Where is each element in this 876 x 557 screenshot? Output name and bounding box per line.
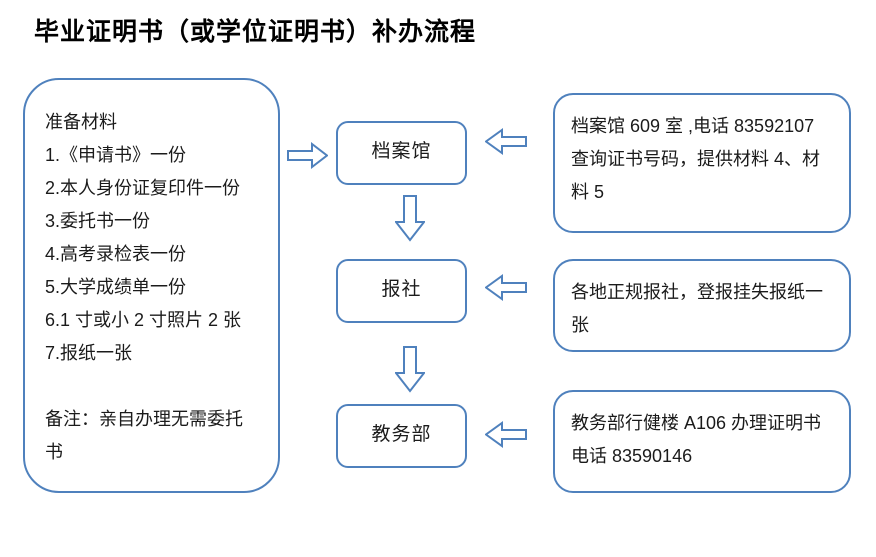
detail-line: 档案馆 609 室 ,电话 83592107 — [571, 116, 815, 136]
node-academic-affairs: 教务部 — [336, 404, 467, 468]
arrow-down-icon — [395, 195, 425, 242]
node-newspaper-label: 报社 — [381, 279, 422, 300]
prep-line: 2.本人身份证复印件一份 — [45, 178, 241, 198]
node-archives-label: 档案馆 — [371, 141, 432, 162]
detail-line: 电话 83590146 — [571, 446, 693, 466]
node-archives: 档案馆 — [336, 121, 467, 185]
prep-line: 7.报纸一张 — [45, 343, 133, 363]
arrow-right-icon — [287, 142, 328, 169]
arrow-left-icon — [485, 128, 527, 155]
page-title: 毕业证明书（或学位证明书）补办流程 — [34, 18, 477, 46]
node-academic-affairs-label: 教务部 — [371, 424, 432, 445]
detail-archives-box: 档案馆 609 室 ,电话 83592107 查询证书号码，提供材料 4、材 料… — [553, 93, 851, 233]
node-newspaper: 报社 — [336, 259, 467, 323]
prep-line: 3.委托书一份 — [45, 211, 151, 231]
prep-line-note: 备注：亲自办理无需委托 — [45, 409, 243, 429]
detail-newspaper-box: 各地正规报社，登报挂失报纸一 张 — [553, 259, 851, 352]
detail-line: 各地正规报社，登报挂失报纸一 — [571, 282, 823, 302]
prep-line: 准备材料 — [45, 112, 117, 132]
arrow-left-icon — [485, 421, 527, 448]
arrow-down-icon — [395, 346, 425, 393]
prep-line: 4.高考录检表一份 — [45, 244, 187, 264]
prep-line-blank — [45, 370, 264, 403]
prep-line: 5.大学成绩单一份 — [45, 277, 187, 297]
detail-line: 料 5 — [571, 182, 605, 202]
detail-academic-affairs-box: 教务部行健楼 A106 办理证明书 电话 83590146 — [553, 390, 851, 493]
prep-line: 6.1 寸或小 2 寸照片 2 张 — [45, 310, 242, 330]
prep-line: 1.《申请书》一份 — [45, 145, 187, 165]
prep-materials-box: 准备材料 1.《申请书》一份 2.本人身份证复印件一份 3.委托书一份 4.高考… — [23, 78, 280, 493]
detail-line: 张 — [571, 315, 589, 335]
arrow-left-icon — [485, 274, 527, 301]
prep-line-note-wrap: 书 — [45, 442, 63, 462]
detail-line: 教务部行健楼 A106 办理证明书 — [571, 413, 822, 433]
detail-line: 查询证书号码，提供材料 4、材 — [571, 149, 821, 169]
